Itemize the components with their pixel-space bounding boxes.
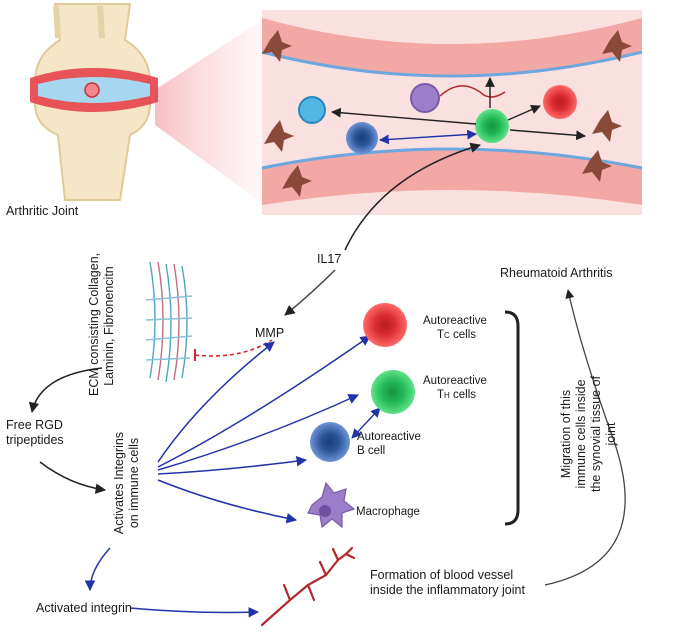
macrophage-cell: [307, 481, 356, 529]
ecm-label-line1: ECM consisting Collagen,: [87, 252, 101, 396]
integrins-label-line2: on immune cells: [127, 437, 141, 529]
tc-cell-label-line2: TC cells: [423, 328, 487, 343]
th-cell-label-rest: cells: [449, 389, 477, 401]
zoom-beam: [155, 18, 265, 205]
vessel-lining-top: [261, 50, 643, 78]
blood-vessel-illustration: [261, 10, 643, 215]
tc-cell-label-line1: Autoreactive: [423, 315, 487, 327]
integrins-label-line1: Activates Integrins: [112, 431, 126, 535]
il17-to-mmp-arrow: [284, 269, 336, 316]
joint-illustration: [30, 3, 265, 205]
vessel-arrow-b: [379, 129, 477, 145]
fibroblasts: [262, 30, 632, 197]
vessel-th-cell: [475, 109, 509, 143]
vessel-arrow-tc: [507, 105, 541, 121]
th-cell-label-sub: H: [444, 391, 450, 400]
activated-integrin-label: Activated integrin: [36, 601, 132, 615]
vessel-capillary: [439, 85, 506, 98]
b-cell-label-line2: B cell: [357, 445, 386, 457]
rgd-label-line2: tripeptides: [6, 433, 64, 447]
vessel-tc-cell: [543, 85, 577, 119]
tc-cell-label: Autoreactive TC cells: [423, 314, 487, 343]
vessel-b-cell: [346, 122, 378, 154]
th-cell-label-line1: Autoreactive: [423, 375, 487, 387]
angiogenesis-label-line2: inside the inflammatory joint: [370, 583, 525, 597]
migration-label-line3: the synovial tissue of: [589, 375, 603, 493]
th-cell-label-t: T: [437, 389, 445, 401]
cells-bracket: [504, 310, 520, 526]
th-cell-label-line2: TH cells: [423, 388, 487, 403]
joint-lesion: [84, 82, 100, 98]
rgd-label: Free RGD tripeptides: [6, 418, 64, 448]
vessel-macrophage: [410, 83, 440, 113]
rgd-to-integrin-arrow: [39, 461, 107, 494]
arthritic-joint-label: Arthritic Joint: [6, 204, 79, 218]
vessel-arrow-out: [509, 129, 586, 141]
integrin-activation-arrows: [84, 335, 371, 618]
b-cell-label: Autoreactive B cell: [357, 430, 421, 458]
migration-label-line4: joint: [604, 422, 618, 446]
ecm-label: ECM consisting Collagen, Laminin, Fibron…: [87, 252, 119, 396]
vessel-dendritic-cell: [298, 96, 326, 124]
rheumatoid-arthritis-label: Rheumatoid Arthritis: [500, 266, 613, 280]
vessel-arrow-dc: [331, 107, 477, 125]
b-to-th-arrow: [351, 407, 381, 439]
integrins-label: Activates Integrins on immune cells: [112, 419, 144, 547]
mmp-label: MMP: [255, 326, 285, 340]
vessel-wall-top: [262, 18, 642, 76]
bone-texture: [53, 5, 105, 39]
tc-cell-label-t: T: [437, 329, 445, 341]
angiogenesis-label: Formation of blood vessel inside the inf…: [370, 568, 525, 598]
tc-cell: [363, 303, 407, 347]
angiogenesis-to-ra-arrow: [544, 289, 626, 586]
vessel-wall-bottom: [262, 149, 642, 205]
th-cell-label: Autoreactive TH cells: [423, 374, 487, 403]
ecm-to-rgd-arrow: [28, 367, 103, 414]
angiogenesis-label-line1: Formation of blood vessel: [370, 568, 514, 582]
new-blood-vessel: [260, 546, 356, 627]
b-cell: [310, 422, 350, 462]
b-cell-label-line1: Autoreactive: [357, 431, 421, 443]
migration-label: Migration of this immune cells inside th…: [559, 349, 623, 519]
migration-label-line1: Migration of this: [559, 389, 573, 479]
il17-label: IL17: [317, 252, 342, 266]
tibia-bone: [33, 97, 152, 201]
il17-arrow: [344, 142, 482, 251]
tc-cell-label-rest: cells: [449, 329, 477, 341]
migration-label-line2: immune cells inside: [574, 379, 588, 489]
rgd-label-line1: Free RGD: [6, 418, 63, 432]
ecm-label-line2: Laminin, Fibronencitn: [102, 266, 116, 386]
ecm-fibers: [145, 261, 193, 383]
tc-cell-label-sub: C: [444, 331, 450, 340]
th-cell: [371, 370, 415, 414]
macrophage-label: Macrophage: [356, 506, 420, 518]
